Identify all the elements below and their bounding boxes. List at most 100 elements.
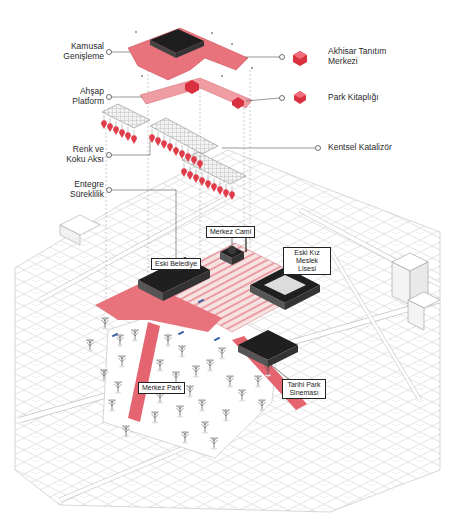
layer-label: Park Kitaplığı <box>328 92 418 102</box>
layer-label: Ahşap Platform <box>54 86 104 106</box>
leader-circle <box>280 55 285 60</box>
label-tick <box>270 364 290 380</box>
pin-symbol <box>217 181 223 195</box>
tree-symbol <box>156 359 164 372</box>
leader-line <box>246 57 280 58</box>
minaret <box>245 238 246 252</box>
building-label: Tarihi Park Sineması <box>282 379 326 399</box>
tree-symbol <box>178 345 186 358</box>
block-side <box>60 225 80 245</box>
leader-line <box>112 190 177 262</box>
street <box>330 250 420 400</box>
pin-symbol <box>181 163 187 177</box>
leader-circle <box>107 188 112 193</box>
building-name: Tarihi Park Sineması <box>286 381 322 397</box>
layer-dot <box>135 31 137 33</box>
library-icon <box>232 97 244 109</box>
building-name: Merkez Park <box>142 384 181 392</box>
pin-symbol <box>155 132 161 146</box>
building-name: Merkez Cami <box>210 228 251 236</box>
platform-lattice <box>150 118 218 154</box>
info-center-icon <box>185 80 199 94</box>
leader-line <box>222 148 316 149</box>
cinema-side <box>268 345 298 367</box>
city-base <box>15 150 440 512</box>
leader-circle <box>107 153 112 158</box>
tree-symbol <box>201 421 209 434</box>
building-label: Merkez Cami <box>206 226 255 238</box>
leader-line <box>112 140 151 155</box>
layer-label: Kentsel Katalizör <box>328 142 428 152</box>
library-icon-top <box>294 91 306 98</box>
mosque-side <box>232 252 244 265</box>
school-courtyard <box>264 275 306 295</box>
leader-circle <box>107 95 112 100</box>
leader-circle <box>107 50 112 55</box>
cinema-side <box>238 345 268 367</box>
bench-mark <box>198 299 204 304</box>
building-label: Eski Kız Meslek Lisesi <box>283 247 331 275</box>
building-label: Merkez Park <box>138 382 185 394</box>
tree-symbol <box>151 411 159 424</box>
leader-circle <box>316 146 321 151</box>
building-side <box>138 280 163 301</box>
label-tick <box>232 238 233 245</box>
tree-symbol <box>210 437 218 450</box>
tree-symbol <box>206 359 214 372</box>
tree-symbol <box>254 375 262 388</box>
tree-symbol <box>131 329 139 342</box>
pin-symbol <box>101 115 107 129</box>
layer-label: Kamusal Genişleme <box>54 41 104 61</box>
tree-symbol <box>218 347 226 360</box>
layer-label: Renk ve Koku Aksı <box>54 144 104 164</box>
tree-symbol <box>238 389 246 402</box>
wooden-platform-layer <box>140 78 252 108</box>
tree-symbol <box>192 365 200 378</box>
pin-symbol <box>167 138 173 152</box>
guide-line <box>106 128 107 300</box>
bench-mark <box>214 337 220 342</box>
tree-symbol <box>116 334 124 347</box>
tree-symbol <box>86 339 94 352</box>
red-path <box>128 322 160 422</box>
tree-symbol <box>226 375 234 388</box>
tree-symbol <box>186 385 194 398</box>
public-extension-layer <box>128 28 248 80</box>
pin-symbol <box>107 118 113 132</box>
leader-line <box>246 98 280 101</box>
pin-symbol <box>179 145 185 159</box>
school-side <box>285 285 320 310</box>
info-center-icon <box>293 51 307 66</box>
tree-symbol <box>264 364 272 377</box>
library-icon <box>294 91 306 104</box>
pin-symbol <box>211 178 217 192</box>
guide-line <box>250 70 251 248</box>
pin-symbol <box>131 130 137 144</box>
street-edge <box>330 250 420 400</box>
tree-symbol <box>176 405 184 418</box>
layer-dot <box>231 43 233 45</box>
school-side <box>250 285 285 310</box>
guide-line <box>200 88 201 254</box>
pin-symbol <box>161 135 167 149</box>
pin-symbol <box>199 172 205 186</box>
pin-symbol <box>191 151 197 165</box>
tree-symbol <box>198 399 206 412</box>
tree-symbol <box>258 399 266 412</box>
tree-symbol <box>101 317 109 330</box>
pin-symbol <box>185 148 191 162</box>
building-name: Eski Belediye <box>155 260 197 268</box>
layer-building-side <box>150 40 176 58</box>
leader-line <box>112 52 131 53</box>
pin-symbol <box>113 121 119 135</box>
layer-label: Akhisar Tanıtım Merkezi <box>328 46 400 66</box>
pin-symbol <box>205 175 211 189</box>
tree-symbol <box>114 381 122 394</box>
tower-side <box>392 262 410 305</box>
layer-label: Entegre Süreklilik <box>54 179 104 199</box>
tree-symbol <box>118 355 126 368</box>
pin-symbol <box>193 169 199 183</box>
